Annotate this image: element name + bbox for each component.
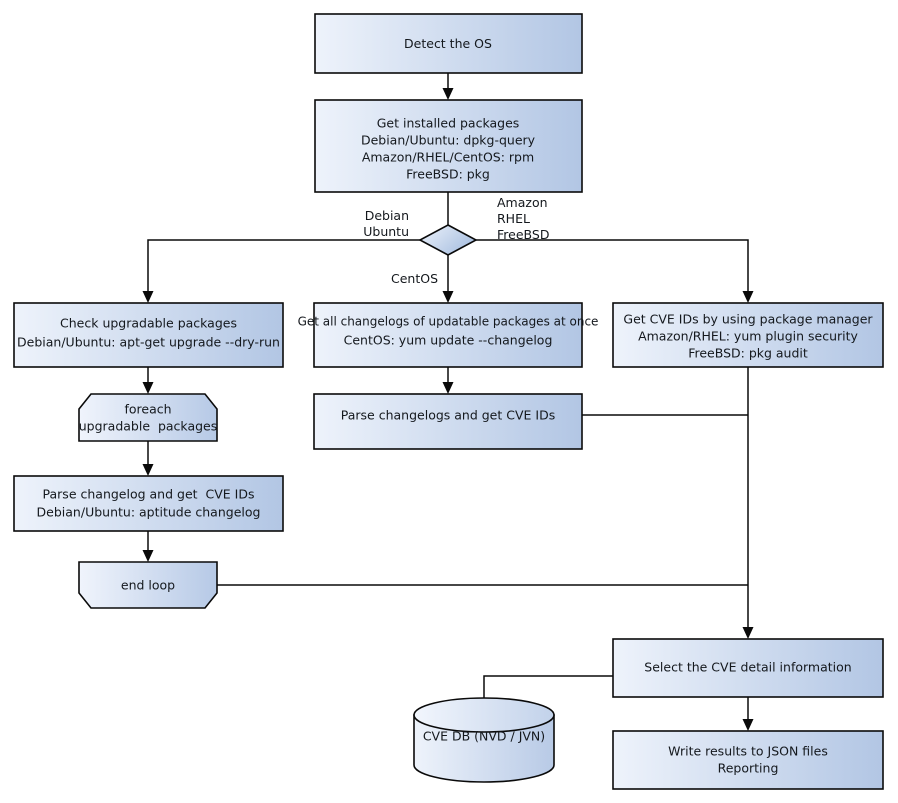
edge-label-freebsd: FreeBSD xyxy=(497,227,549,242)
node-get-cve-ids-pkgmgr-line3: FreeBSD: pkg audit xyxy=(688,346,808,361)
node-get-all-changelogs[interactable]: Get all changelogs of updatable packages… xyxy=(298,302,599,368)
node-os-decision[interactable] xyxy=(418,224,478,256)
node-foreach-loop-start[interactable]: foreach upgradable packages xyxy=(78,393,218,442)
node-end-loop-label: end loop xyxy=(121,578,175,593)
node-cve-database-label: CVE DB (NVD / JVN) xyxy=(423,729,545,744)
edge-decision-centos xyxy=(442,255,454,303)
edge-decision-debian xyxy=(142,239,420,303)
edge-selectcve-to-write xyxy=(742,697,754,731)
edge-label-rhel: RHEL xyxy=(497,211,530,226)
node-get-installed-packages-line2: Debian/Ubuntu: dpkg-query xyxy=(361,133,536,148)
node-get-all-changelogs-line1: Get all changelogs of updatable packages… xyxy=(298,315,599,329)
node-parse-changelog-single-line1: Parse changelog and get CVE IDs xyxy=(43,487,255,502)
node-get-installed-packages[interactable]: Get installed packages Debian/Ubuntu: dp… xyxy=(314,99,583,193)
node-get-installed-packages-line1: Get installed packages xyxy=(377,116,520,131)
node-select-cve-detail[interactable]: Select the CVE detail information xyxy=(612,638,884,698)
edge-allchangelogs-to-parsemulti xyxy=(442,367,454,394)
node-get-cve-ids-pkgmgr-line1: Get CVE IDs by using package manager xyxy=(623,312,873,327)
edge-detect-to-getpkgs xyxy=(442,73,454,100)
node-parse-changelogs-multi-label: Parse changelogs and get CVE IDs xyxy=(341,408,555,423)
node-detect-os[interactable]: Detect the OS xyxy=(314,13,583,74)
edge-label-debian: Debian xyxy=(365,208,409,223)
node-cve-database[interactable]: CVE DB (NVD / JVN) xyxy=(413,697,555,783)
node-get-installed-packages-line4: FreeBSD: pkg xyxy=(406,167,490,182)
edge-label-ubuntu: Ubuntu xyxy=(363,224,409,239)
node-detect-os-label: Detect the OS xyxy=(404,36,492,51)
node-write-results[interactable]: Write results to JSON files Reporting xyxy=(612,730,884,790)
node-write-results-line1: Write results to JSON files xyxy=(668,744,828,759)
node-foreach-line1: foreach xyxy=(124,402,171,417)
edge-label-centos-text: CentOS xyxy=(391,271,438,286)
node-get-cve-ids-pkgmgr-line2: Amazon/RHEL: yum plugin security xyxy=(638,329,858,344)
node-get-installed-packages-line3: Amazon/RHEL/CentOS: rpm xyxy=(362,150,534,165)
edge-parse-to-endloop xyxy=(142,531,154,562)
edge-label-amazon-rhel-freebsd: Amazon RHEL FreeBSD xyxy=(497,195,549,242)
edge-check-to-foreach xyxy=(142,367,154,394)
node-parse-changelog-single-line2: Debian/Ubuntu: aptitude changelog xyxy=(37,505,261,520)
edge-label-debian-ubuntu: Debian Ubuntu xyxy=(363,208,409,239)
node-write-results-line2: Reporting xyxy=(718,761,779,776)
node-check-upgradable-line1: Check upgradable packages xyxy=(60,316,237,331)
edge-foreach-to-parse xyxy=(142,441,154,476)
node-parse-changelogs-multi[interactable]: Parse changelogs and get CVE IDs xyxy=(313,393,583,450)
node-select-cve-detail-label: Select the CVE detail information xyxy=(644,660,851,675)
node-get-all-changelogs-line2: CentOS: yum update --changelog xyxy=(344,333,553,348)
node-parse-changelog-single[interactable]: Parse changelog and get CVE IDs Debian/U… xyxy=(13,475,284,532)
edge-label-amazon: Amazon xyxy=(497,195,548,210)
node-check-upgradable-line2: Debian/Ubuntu: apt-get upgrade --dry-run xyxy=(17,335,280,350)
node-get-cve-ids-pkgmgr[interactable]: Get CVE IDs by using package manager Ama… xyxy=(612,302,884,368)
edge-rail-to-selectcve xyxy=(742,367,754,639)
node-foreach-line2: upgradable packages xyxy=(79,419,218,434)
node-end-loop[interactable]: end loop xyxy=(78,561,218,609)
edge-label-centos: CentOS xyxy=(391,271,438,286)
edge-decision-amazon xyxy=(476,239,754,303)
node-check-upgradable[interactable]: Check upgradable packages Debian/Ubuntu:… xyxy=(13,302,284,368)
